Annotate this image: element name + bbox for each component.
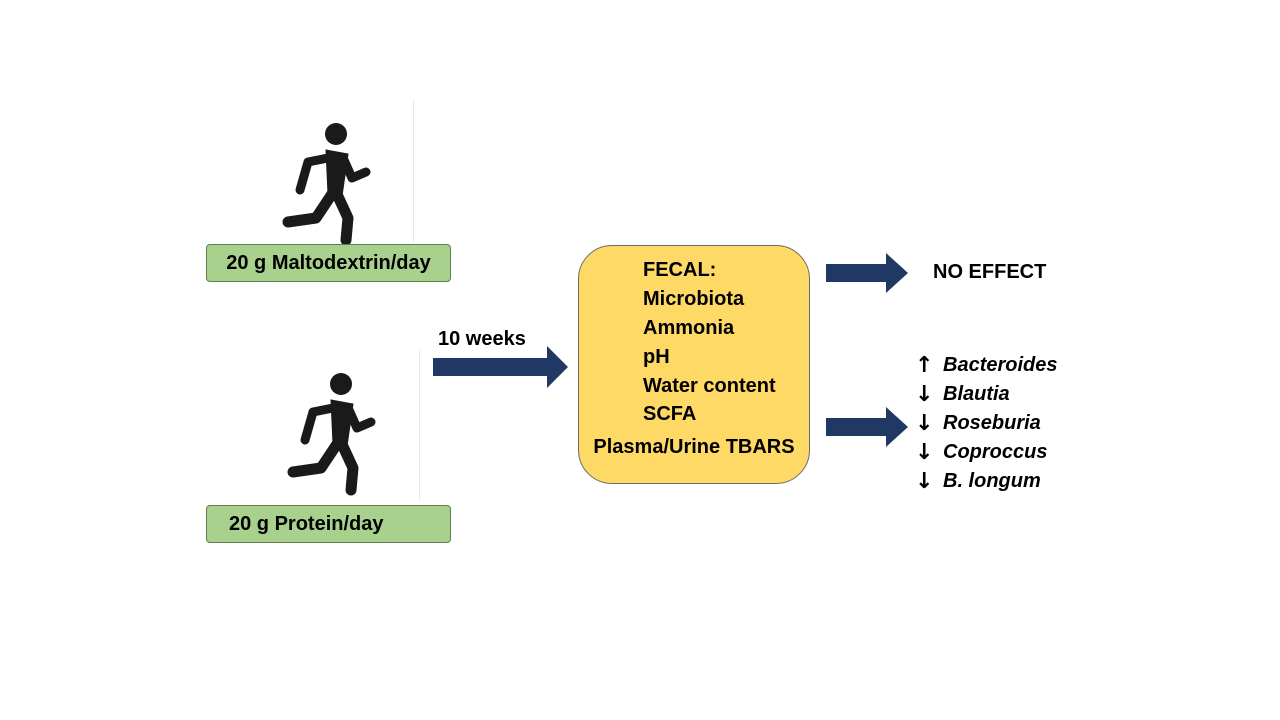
fecal-item: SCFA: [643, 403, 697, 425]
no-effect-label: NO EFFECT: [933, 261, 1047, 283]
effect-row: ↓ Blautia: [915, 380, 1010, 409]
running-person-icon: [287, 373, 376, 496]
taxon-name: B. longum: [943, 470, 1041, 492]
taxon-name: Blautia: [943, 383, 1010, 405]
taxon-name: Bacteroides: [943, 354, 1058, 376]
effect-row: ↓ B. longum: [915, 467, 1041, 496]
effect-row: ↑ Bacteroides: [915, 351, 1058, 380]
divider-line: [413, 100, 414, 242]
outcomes-box: FECAL: Microbiota Ammonia pH Water conte…: [578, 245, 810, 484]
down-arrow-icon: ↓: [915, 411, 934, 436]
down-arrow-icon: ↓: [915, 382, 934, 407]
fecal-item: pH: [643, 346, 670, 368]
effect-row: ↓ Coproccus: [915, 438, 1047, 467]
maltodextrin-group-label: 20 g Maltodextrin/day: [226, 251, 431, 274]
fecal-item: Water content: [643, 375, 776, 397]
plasma-urine-label: Plasma/Urine TBARS: [593, 436, 795, 458]
fecal-item: Ammonia: [643, 317, 735, 339]
protein-group-label: 20 g Protein/day: [229, 512, 384, 535]
protein-group-box: 20 g Protein/day: [206, 505, 451, 543]
intervention-arrow: [433, 346, 568, 388]
running-person-icon: [282, 123, 371, 246]
down-arrow-icon: ↓: [915, 469, 934, 494]
fecal-item: Microbiota: [643, 288, 745, 310]
result-arrow-maltodextrin: [826, 253, 908, 293]
divider-line: [419, 350, 420, 500]
taxon-name: Coproccus: [943, 441, 1048, 463]
duration-label: 10 weeks: [438, 328, 526, 350]
down-arrow-icon: ↓: [915, 440, 934, 465]
maltodextrin-group-box: 20 g Maltodextrin/day: [206, 244, 451, 282]
result-arrow-protein: [826, 407, 908, 447]
fecal-title: FECAL:: [643, 259, 717, 281]
taxon-name: Roseburia: [943, 412, 1041, 434]
effect-row: ↓ Roseburia: [915, 409, 1041, 438]
up-arrow-icon: ↑: [915, 353, 934, 378]
